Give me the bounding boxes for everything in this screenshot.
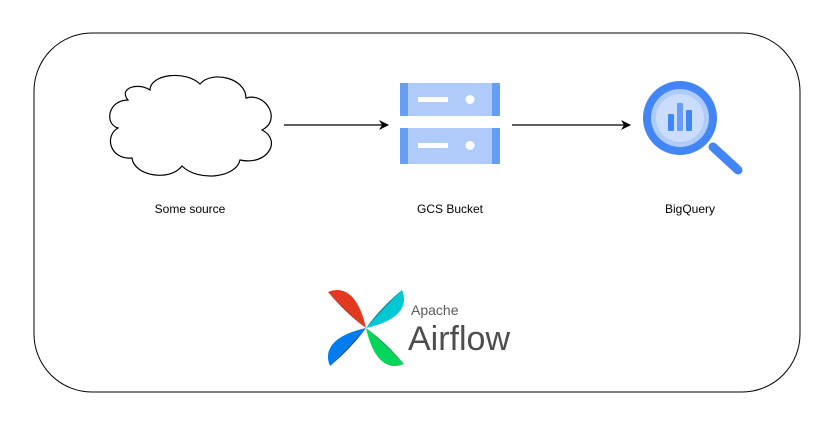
gcs-label: GCS Bucket	[417, 202, 484, 216]
bigquery-icon	[643, 81, 743, 175]
cloud-icon	[109, 74, 272, 177]
container-box	[33, 32, 801, 393]
source-label: Some source	[155, 202, 226, 216]
bigquery-label: BigQuery	[665, 202, 715, 216]
gcs-top-box	[400, 83, 500, 116]
airflow-logo-airflow: Airflow	[408, 320, 510, 358]
gcs-bucket-icon	[400, 83, 500, 164]
airflow-pinwheel-icon	[327, 289, 405, 367]
gcs-bottom-box	[400, 128, 500, 164]
airflow-logo-apache: Apache	[411, 302, 459, 318]
